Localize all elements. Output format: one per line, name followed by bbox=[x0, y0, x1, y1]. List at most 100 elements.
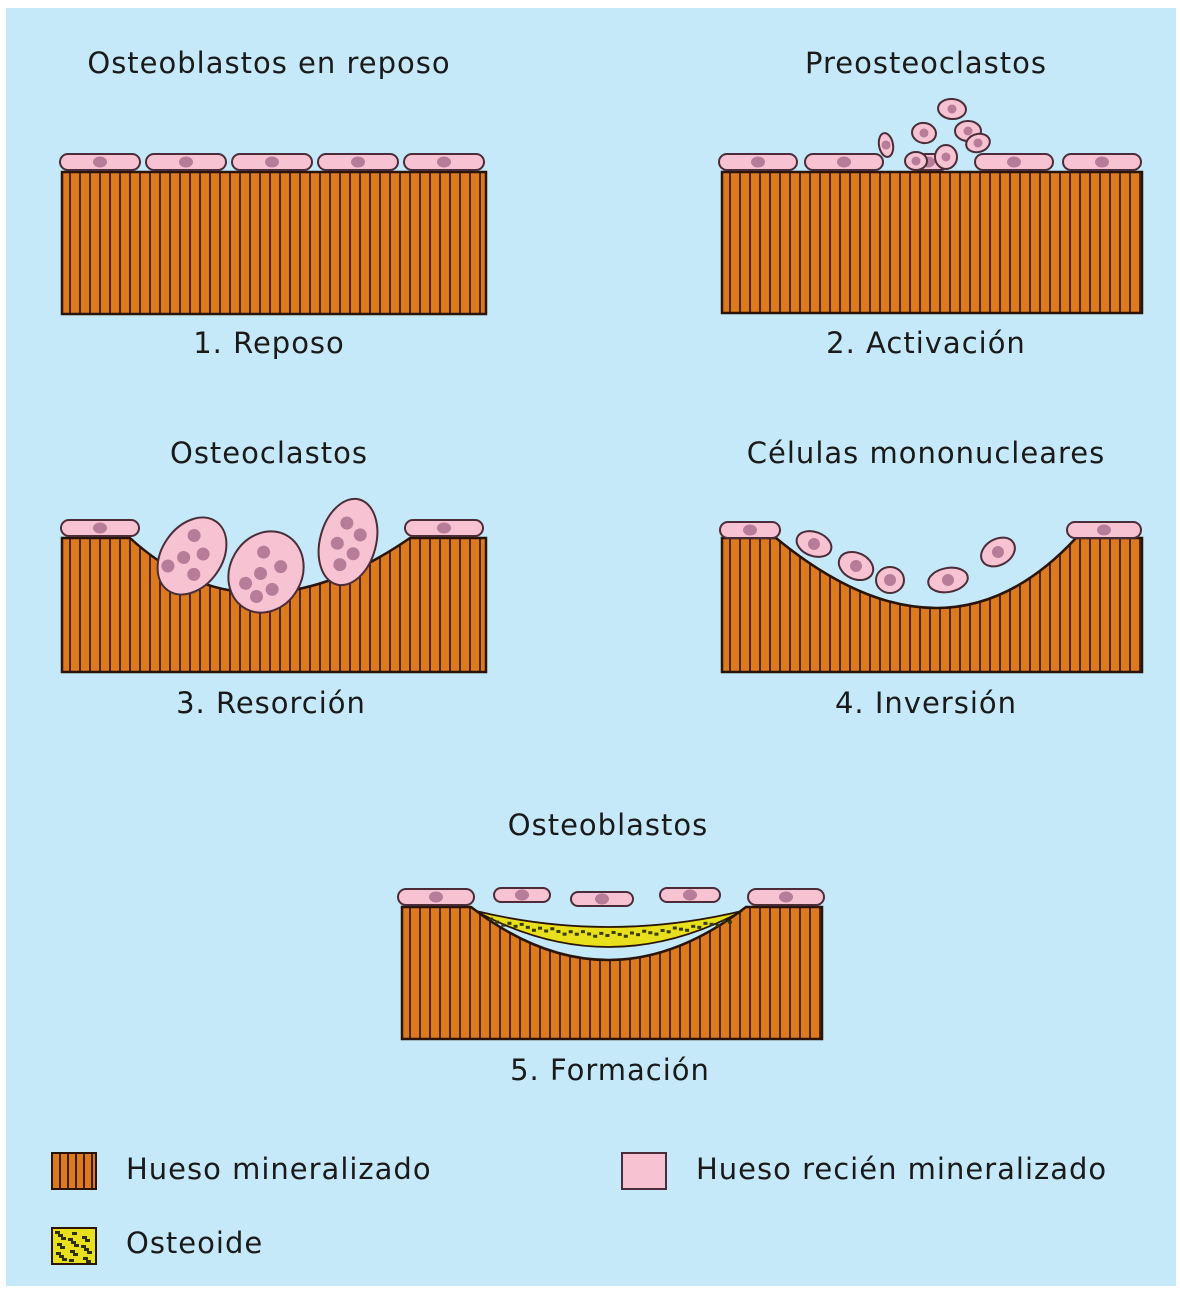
osteoid-texture bbox=[636, 933, 640, 936]
osteoid-texture bbox=[654, 933, 658, 936]
cell-nucleus bbox=[265, 157, 279, 168]
panel-4-caption: 4. Inversión bbox=[835, 686, 1017, 720]
osteoid-texture bbox=[599, 932, 603, 935]
osteoid-texture bbox=[716, 924, 720, 927]
lining-cell bbox=[318, 154, 398, 170]
osteoid-texture bbox=[612, 931, 616, 934]
lining-cell bbox=[405, 520, 483, 536]
cell-nucleus bbox=[837, 157, 851, 168]
preosteoclast-cell bbox=[905, 152, 927, 170]
lining-cell bbox=[398, 889, 474, 905]
cell-nucleus bbox=[1097, 525, 1111, 536]
osteoid-texture bbox=[648, 931, 652, 934]
osteoid-texture bbox=[697, 926, 701, 929]
osteoid-texture bbox=[526, 926, 530, 929]
panel-1-caption: 1. Reposo bbox=[193, 326, 345, 360]
osteoid-texture bbox=[507, 922, 511, 925]
panel-3-caption: 3. Resorción bbox=[176, 686, 366, 720]
cell-nucleus bbox=[437, 157, 451, 168]
lining-cell bbox=[1063, 154, 1141, 170]
cell-nucleus bbox=[683, 890, 697, 901]
osteoid-texture bbox=[538, 927, 542, 930]
panel-4-title: Células mononucleares bbox=[747, 436, 1105, 470]
cell-nucleus bbox=[351, 157, 365, 168]
cell-nucleus bbox=[1095, 157, 1109, 168]
panel-4-inversion-diagram bbox=[706, 508, 1146, 678]
osteoid-texture bbox=[501, 924, 505, 927]
osteoid-texture bbox=[618, 933, 622, 936]
osteoid-texture bbox=[728, 921, 732, 924]
legend-swatch-osteoid bbox=[50, 1226, 100, 1266]
lining-cell bbox=[805, 154, 883, 170]
panel-5-formacion-diagram bbox=[386, 873, 826, 1043]
mononuclear-cell bbox=[976, 532, 1020, 573]
osteoid-texture bbox=[722, 920, 726, 923]
cell-nucleus bbox=[743, 525, 757, 536]
cell-nucleus bbox=[912, 157, 921, 166]
panel-3-title: Osteoclastos bbox=[170, 436, 368, 470]
osteoid-texture bbox=[624, 935, 628, 938]
lining-cell bbox=[571, 892, 633, 906]
preosteoclast-cell bbox=[937, 98, 967, 120]
osteoid-texture bbox=[642, 930, 646, 933]
osteoid-texture bbox=[587, 932, 591, 935]
osteoid-texture bbox=[581, 930, 585, 933]
lining-cell bbox=[146, 154, 226, 170]
cell-nucleus bbox=[964, 127, 973, 136]
lining-cell bbox=[720, 522, 780, 538]
mineralized-bone bbox=[62, 112, 486, 314]
osteoid-texture bbox=[685, 929, 689, 932]
cell-nucleus bbox=[595, 894, 609, 905]
preosteoclast-cell bbox=[910, 121, 937, 145]
osteoid-texture bbox=[550, 927, 554, 930]
osteoid-texture bbox=[569, 930, 573, 933]
osteoid-texture bbox=[532, 929, 536, 932]
panel-1-reposo-diagram bbox=[50, 148, 490, 318]
panel-3-resorcion-diagram bbox=[50, 498, 490, 678]
osteoid-texture bbox=[514, 925, 518, 928]
mineralized-bone bbox=[722, 112, 1142, 313]
cell-nucleus bbox=[884, 574, 896, 586]
osteoid-texture bbox=[563, 933, 567, 936]
osteoid-texture bbox=[673, 927, 677, 930]
panel-1-title: Osteoblastos en reposo bbox=[87, 46, 450, 80]
osteoid-texture bbox=[661, 929, 665, 932]
lining-cell bbox=[1067, 522, 1141, 538]
legend-swatch-mineralized bbox=[50, 1151, 100, 1191]
osteoid-texture bbox=[605, 934, 609, 937]
preosteoclast-cell bbox=[935, 145, 957, 169]
lining-cell bbox=[748, 889, 824, 905]
cell-nucleus bbox=[179, 157, 193, 168]
panel-2-activacion-diagram bbox=[706, 93, 1146, 318]
legend-label-new-mineralized: Hueso recién mineralizado bbox=[696, 1152, 1107, 1186]
legend-label-osteoid: Osteoide bbox=[126, 1226, 263, 1260]
mononuclear-cell bbox=[926, 565, 970, 596]
mononuclear-cell bbox=[876, 567, 904, 593]
cell-nucleus bbox=[751, 157, 765, 168]
cell-nucleus bbox=[437, 523, 451, 534]
preosteoclast-cell bbox=[877, 132, 895, 158]
lining-cell bbox=[232, 154, 312, 170]
panel-2-title: Preosteoclastos bbox=[805, 46, 1047, 80]
osteoid-texture bbox=[495, 921, 499, 924]
lining-cell bbox=[404, 154, 484, 170]
panel-5-caption: 5. Formación bbox=[510, 1053, 710, 1087]
osteoid-texture bbox=[630, 931, 634, 934]
osteoid-texture bbox=[710, 923, 714, 926]
cell-nucleus bbox=[779, 892, 793, 903]
cell-nucleus bbox=[429, 892, 443, 903]
lining-cell bbox=[61, 520, 139, 536]
diagram-canvas: Osteoblastos en reposo 1. Reposo Preoste… bbox=[6, 8, 1176, 1286]
legend-label-mineralized: Hueso mineralizado bbox=[126, 1152, 432, 1186]
cell-nucleus bbox=[942, 153, 951, 162]
lining-cell bbox=[494, 888, 550, 902]
osteoid-texture bbox=[593, 935, 597, 938]
cell-nucleus bbox=[1007, 157, 1021, 168]
lining-cell bbox=[975, 154, 1053, 170]
panel-5-title: Osteoblastos bbox=[508, 808, 708, 842]
osteoid-texture bbox=[489, 918, 493, 921]
legend-swatch-new-mineralized bbox=[620, 1151, 670, 1191]
osteoid-texture bbox=[703, 922, 707, 925]
osteoid-texture bbox=[679, 928, 683, 931]
cell-nucleus bbox=[515, 890, 529, 901]
